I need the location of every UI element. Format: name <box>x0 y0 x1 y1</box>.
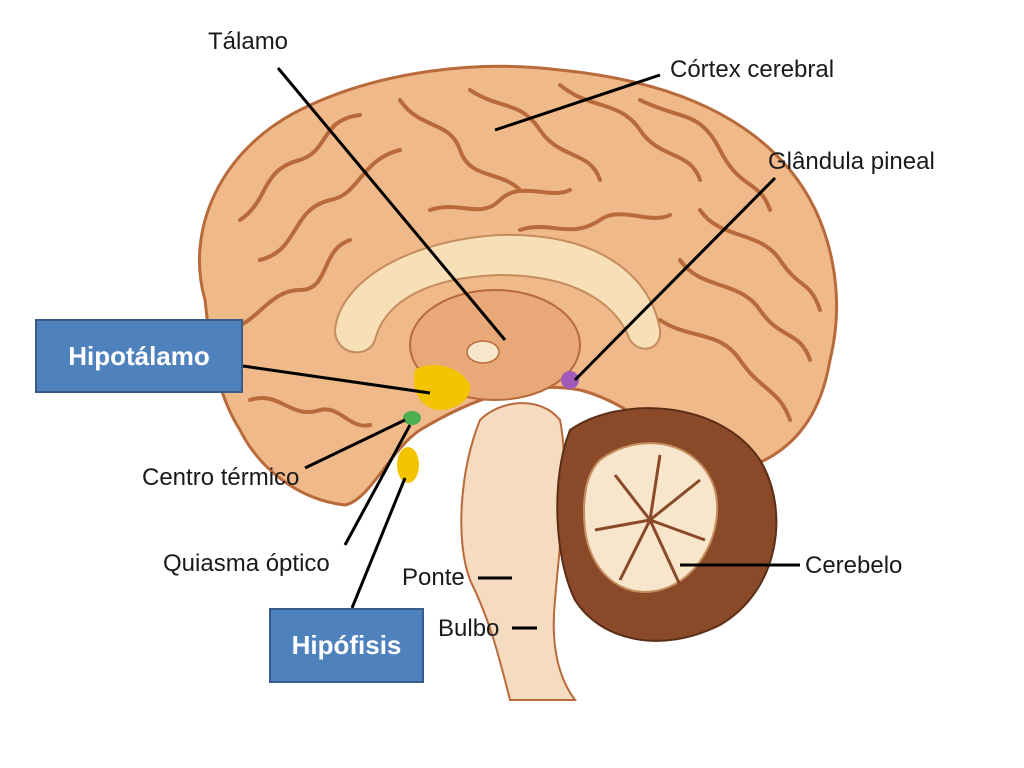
leader-hipotalamo <box>242 364 431 395</box>
hypothalamus <box>414 365 471 410</box>
thalamus-intermediate-mass <box>466 340 500 364</box>
pineal-gland <box>561 371 579 389</box>
label-centro-termico: Centro térmico <box>142 464 300 491</box>
leader-cortex <box>494 73 661 132</box>
cortex-sulci <box>228 83 822 428</box>
leader-talamo <box>276 67 507 341</box>
callout-hipofisis: Hipófisis <box>269 608 424 683</box>
brainstem <box>460 402 577 701</box>
pituitary-gland <box>397 447 419 483</box>
label-glandula-pineal: Glândula pineal <box>768 148 935 175</box>
leader-lines <box>242 67 800 630</box>
leader-pineal <box>573 176 777 382</box>
leader-quiasma <box>343 424 412 546</box>
cerebrum <box>197 64 838 507</box>
label-cortex-cerebral: Córtex cerebral <box>670 56 835 83</box>
callout-hipotalamo: Hipotálamo <box>35 319 243 393</box>
leader-centro-termico <box>304 418 406 470</box>
label-ponte: Ponte <box>402 564 465 591</box>
optic-chiasm <box>403 411 421 425</box>
corpus-callosum <box>333 233 662 354</box>
label-talamo: Tálamo <box>208 28 289 55</box>
arbor-vitae-branches <box>594 454 706 586</box>
label-bulbo: Bulbo <box>438 615 500 642</box>
label-quiasma-optico: Quiasma óptico <box>163 550 330 577</box>
leader-hipofisis <box>350 477 407 609</box>
label-cerebelo: Cerebelo <box>805 552 903 579</box>
